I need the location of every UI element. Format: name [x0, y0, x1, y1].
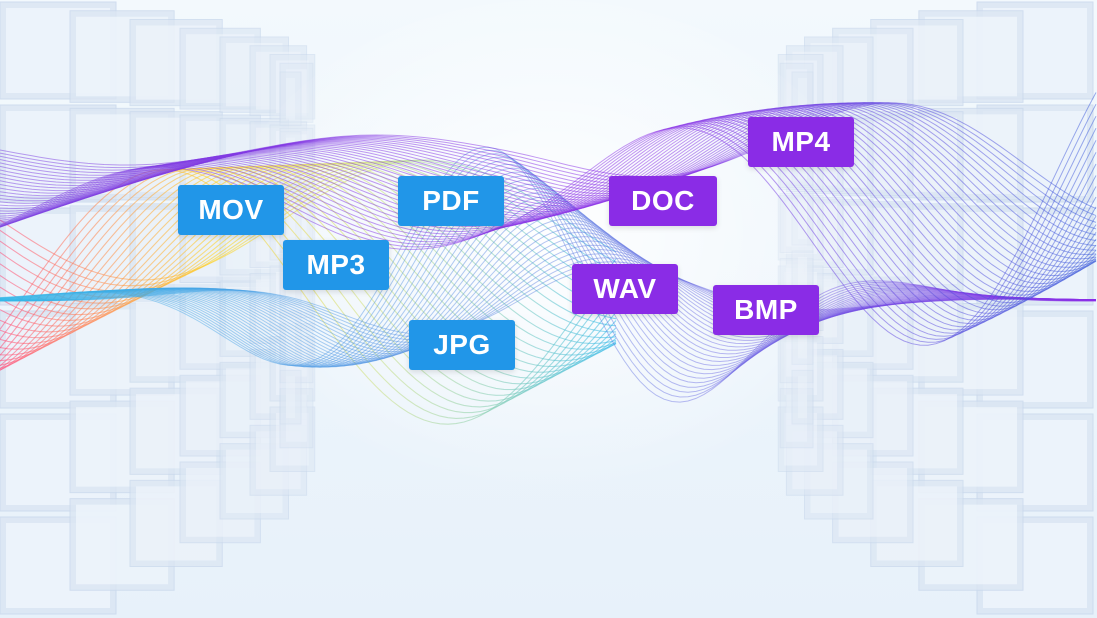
file-type-tag-jpg: JPG [409, 320, 515, 370]
file-type-tag-pdf: PDF [398, 176, 504, 226]
file-type-tag-doc: DOC [609, 176, 717, 226]
file-type-tag-mp3: MP3 [283, 240, 389, 290]
file-type-tag-mp4: MP4 [748, 117, 854, 167]
file-type-tag-wav: WAV [572, 264, 678, 314]
file-type-tag-bmp: BMP [713, 285, 819, 335]
data-wave-lines [0, 92, 1097, 425]
file-type-tag-mov: MOV [178, 185, 284, 235]
